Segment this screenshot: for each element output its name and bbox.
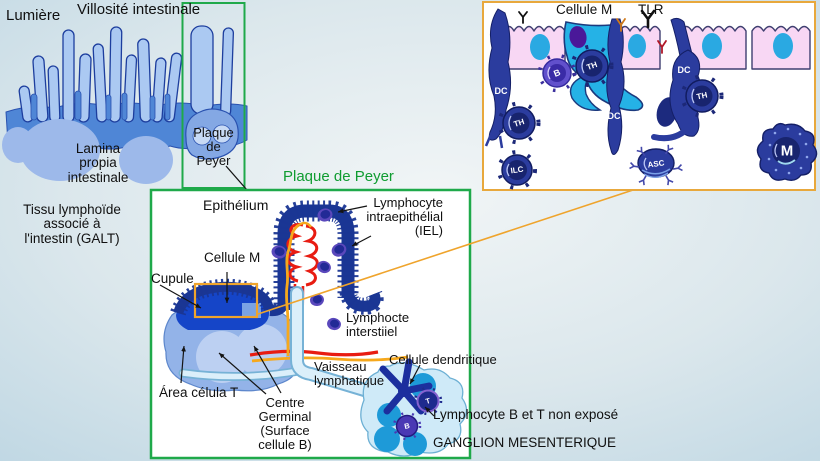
label-lamina-propria: Lamina propia intestinale — [67, 141, 129, 185]
tlr-receptor-black-large — [640, 9, 656, 29]
iel-cells — [271, 208, 347, 331]
asc-antibodies — [629, 144, 683, 186]
label-ganglion-mesenterique: GANGLION MESENTERIQUE — [433, 435, 617, 450]
lamina-propria-blobs — [2, 119, 173, 184]
label-galt: Tissu lymphoïde associé à l'intestin (GA… — [23, 202, 121, 246]
label-cellule-m: Cellule M — [204, 250, 261, 265]
label-centre-germinal: Centre Germinal (Surface cellule B) — [258, 395, 312, 452]
inset-th1 — [497, 101, 541, 145]
label-plaque-peyer-title: Plaque de Peyer — [283, 168, 394, 185]
peyer-mound-follicle — [212, 124, 232, 144]
label-lymphocyte-interstitiel: Lymphocte interstiiel — [346, 310, 410, 339]
lymphatic-vessel — [290, 286, 378, 399]
label-iel: Lymphocyte intraepithélial (IEL) — [366, 195, 443, 238]
label-area-celula-t: Área célula T — [159, 385, 239, 400]
label-cellule-dendritique: Cellule dendritique — [389, 352, 497, 367]
inset-asc-cell — [629, 144, 683, 186]
inset-ilc-cell — [497, 150, 537, 190]
inset-dc2 — [606, 18, 625, 155]
inset-dc3 — [651, 17, 703, 142]
label-lymphocyte-bt: Lymphocyte B et T non exposé — [433, 407, 619, 422]
inset-th2 — [570, 44, 614, 88]
inset-epithelial-nuclei — [530, 33, 793, 60]
tlr-receptor-black-small — [518, 11, 528, 24]
lymph-vessel-orange — [251, 221, 409, 363]
villi-dark-fingers — [30, 90, 171, 121]
dendritic-cell — [379, 358, 433, 415]
highlight-connector-line — [225, 165, 248, 191]
cupule-highlight-box — [193, 282, 259, 319]
villi-illustration — [2, 25, 248, 184]
m-cell-nucleus — [569, 26, 587, 48]
label-lumiere: Lumière — [6, 7, 61, 24]
macrophage-m-label: M — [780, 142, 794, 160]
peyer-mound — [185, 108, 239, 160]
inset-b-cell — [537, 53, 577, 93]
inset-art — [484, 8, 818, 190]
dome-light-patch — [242, 303, 261, 318]
epithelium-brush — [170, 200, 384, 317]
label-epithelium: Epithélium — [203, 197, 269, 213]
germinal-center-2 — [235, 324, 287, 376]
inset-macrophage-m — [756, 122, 818, 182]
dc1-cell-label: DC — [494, 86, 508, 96]
ganglion-b-cell — [392, 411, 422, 441]
label-inset-cellule-m: Cellule M — [556, 2, 613, 17]
tlr-receptor-orange — [616, 18, 626, 32]
dc3-cell-label: DC — [677, 65, 691, 75]
label-villosite: Villosité intestinale — [77, 1, 201, 18]
peyer-mound-follicle — [192, 126, 212, 146]
inset-dc1 — [484, 8, 512, 149]
peyer-detail-art — [163, 200, 468, 457]
lymph-strip — [180, 368, 302, 380]
label-plaque-peyer-small: Plaque de Peyer — [193, 125, 234, 168]
villi-peyer-highlight-box — [181, 2, 246, 189]
inset-connector-line — [257, 189, 634, 315]
ilc-cell-label: ILC — [509, 164, 525, 176]
tlr-receptor-red — [657, 40, 667, 54]
m-cell-dome — [176, 286, 270, 330]
dc2-cell-label: DC — [607, 111, 621, 121]
label-vaisseau-lymphatique: Vaisseau lymphatique — [314, 359, 385, 388]
label-inset-tlr: TLR — [638, 2, 664, 17]
inset-th3 — [680, 74, 724, 118]
label-cupule: Cupule — [151, 271, 194, 286]
tlr-receptors — [518, 9, 667, 54]
annotation-arrows — [159, 205, 435, 417]
